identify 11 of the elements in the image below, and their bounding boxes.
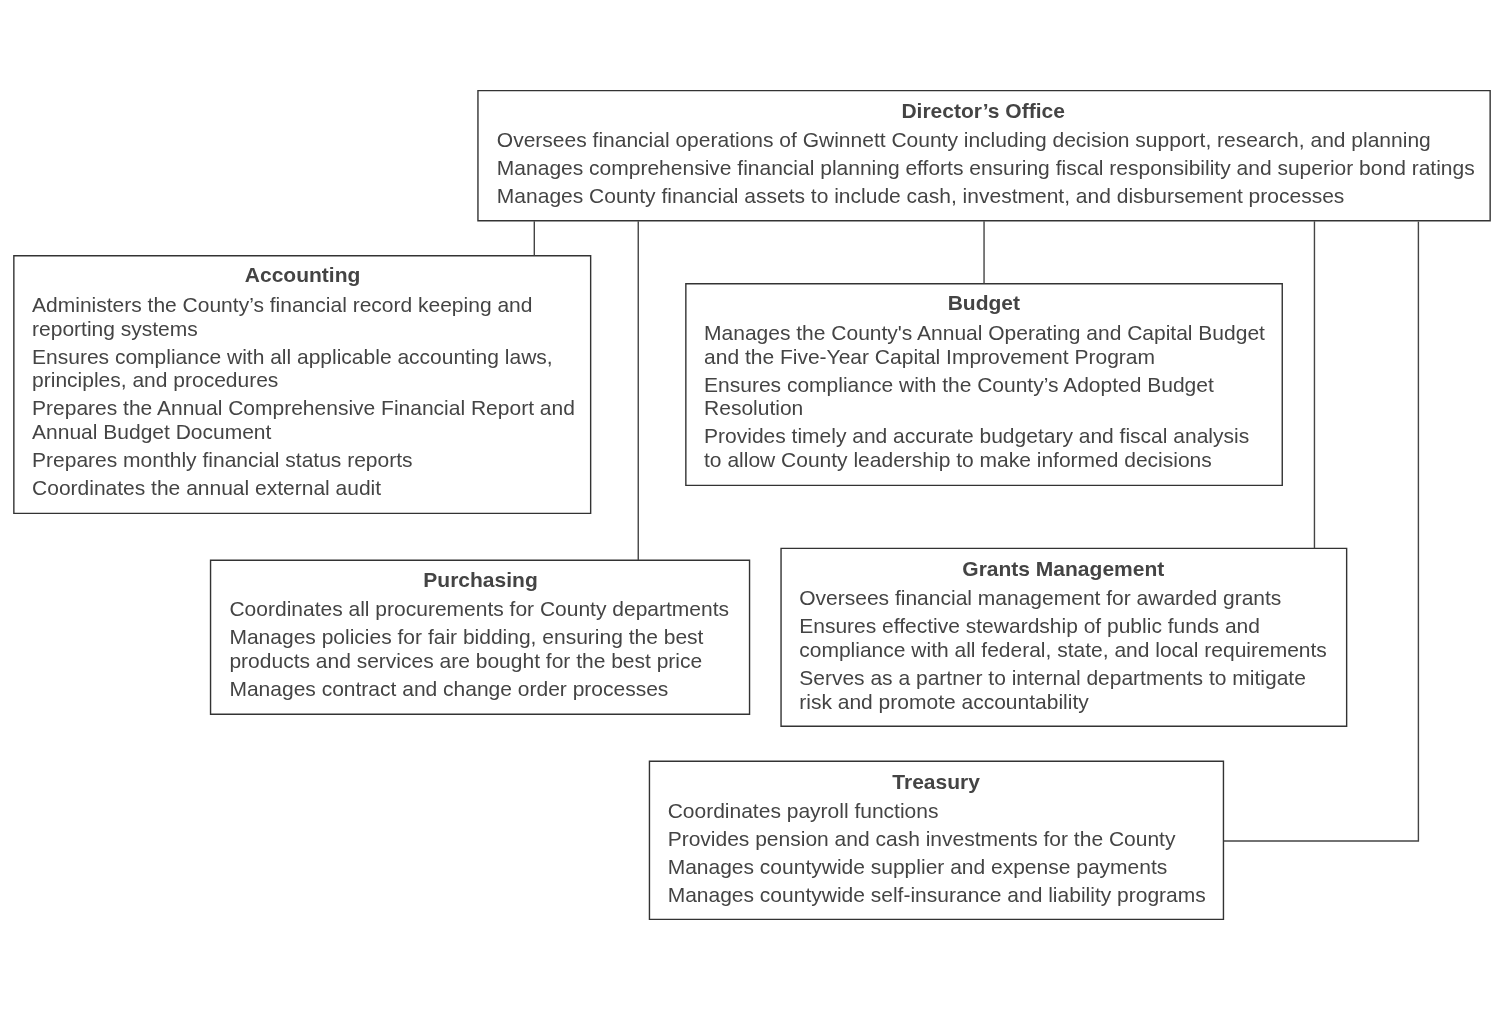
connector: [1223, 220, 1420, 842]
node-box: Director’s Office Oversees financial operations of Gwinnett County including decision support, research, and planning Manages comprehensive financial planning efforts ensuring fiscal responsibility and superior bond ratings Manages County financial assets to include cash, investment, and disbursement processes: [477, 89, 1491, 221]
connector: [1313, 219, 1316, 549]
connector: [983, 220, 985, 284]
node-box: Treasury Coordinates payroll functions Provides pension and cash investments for the County Manages countywide supplier and expense payments Manages countywide self-insurance and liability programs: [648, 760, 1225, 920]
connector: [533, 220, 535, 256]
node-box: Budget Manages the County's Annual Operating and Capital Budget and the Five-Year Capital Improvement Program Ensures compliance with the County’s Adopted Budget Resolution Provides timely and accurate budgetary and fiscal analysis to allow County leadership to make informed decisions: [685, 282, 1283, 486]
node-box: Purchasing Coordinates all procurements for County departments Manages policies for fair bidding, ensuring the best products and services are bought for the best price Manages contract and change order processes: [209, 559, 751, 715]
node-box: Accounting Administers the County’s financial record keeping and reporting systems Ensures compliance with all applicable accounting laws, principles, and procedures Prepares the Annual Comprehensive Financial Report and Annual Budget Document Prepares monthly financial status reports Coordinates the annual external audit: [13, 254, 592, 514]
connector: [637, 219, 639, 561]
node-box: Grants Management Oversees financial management for awarded grants Ensures effective stewardship of public funds and compliance with all federal, state, and local requirements Serves as a partner to internal departments to mitigate risk and promote accountability: [780, 547, 1348, 727]
